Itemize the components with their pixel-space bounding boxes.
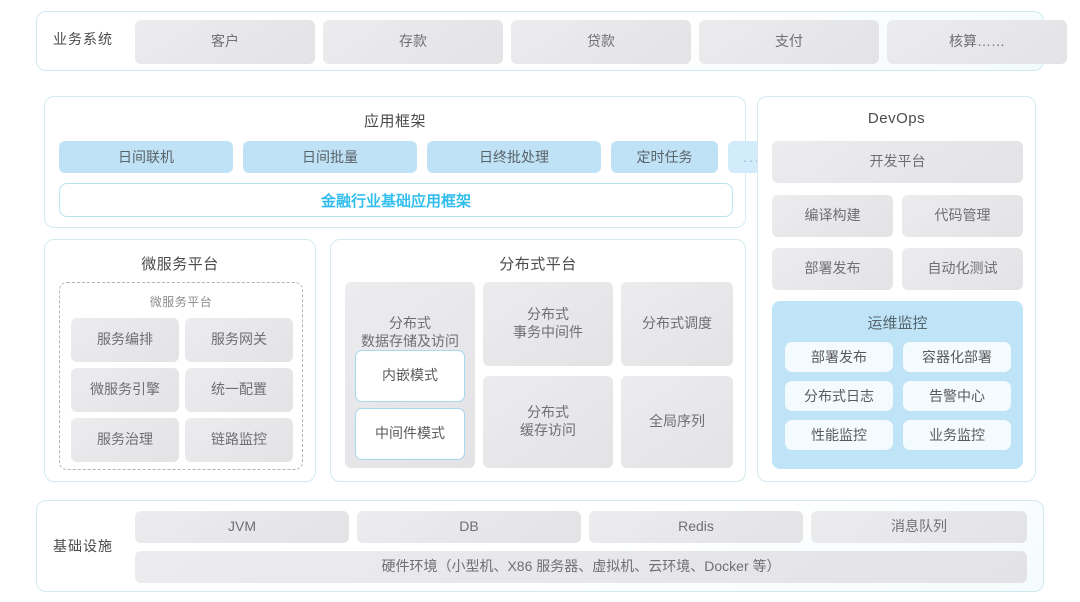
app-framework-panel: 应用框架 日间联机 日间批量 日终批处理 定时任务 ... 金融行业基础应用框架 <box>44 96 776 228</box>
microservice-inner-title: 微服务平台 <box>149 295 213 309</box>
devops-item-build[interactable]: 编译构建 <box>772 195 893 237</box>
business-item-payment[interactable]: 支付 <box>699 20 879 64</box>
microservice-item-trace-monitor[interactable]: 链路监控 <box>185 418 293 462</box>
ops-monitor-title: 运维监控 <box>867 315 928 332</box>
app-framework-title: 应用框架 <box>363 113 426 130</box>
microservice-item-engine[interactable]: 微服务引擎 <box>71 368 179 412</box>
infrastructure-item-redis[interactable]: Redis <box>589 511 803 543</box>
distributed-storage-mode-middleware[interactable]: 中间件模式 <box>355 408 465 460</box>
microservice-inner-group: 微服务平台 <box>59 282 303 470</box>
devops-panel: DevOps 开发平台 编译构建 代码管理 部署发布 自动化测试 运维监控 部署… <box>757 96 1036 482</box>
infrastructure-item-jvm[interactable]: JVM <box>135 511 349 543</box>
distributed-item-global-sequence[interactable]: 全局序列 <box>621 376 733 468</box>
business-system-panel: 业务系统 客户 存款 贷款 支付 核算…… <box>36 11 1067 71</box>
business-item-customer[interactable]: 客户 <box>135 20 315 64</box>
financial-base-framework-strip[interactable]: 金融行业基础应用框架 <box>59 183 733 217</box>
business-system-label: 业务系统 <box>53 31 113 48</box>
app-framework-item-online[interactable]: 日间联机 <box>59 141 233 173</box>
microservice-item-gateway[interactable]: 服务网关 <box>185 318 293 362</box>
ops-monitor-group: 运维监控 部署发布 容器化部署 分布式日志 告警中心 性能监控 业务监控 <box>772 301 1023 469</box>
infrastructure-panel: 基础设施 JVM DB Redis 消息队列 硬件环境（小型机、X86 服务器、… <box>36 500 1044 592</box>
microservice-item-governance[interactable]: 服务治理 <box>71 418 179 462</box>
devops-item-code-management[interactable]: 代码管理 <box>902 195 1023 237</box>
business-item-accounting[interactable]: 核算…… <box>887 20 1067 64</box>
microservice-platform-panel: 微服务平台 微服务平台 服务编排 服务网关 微服务引擎 统一配置 服务治理 链路… <box>44 239 316 482</box>
infrastructure-item-db[interactable]: DB <box>357 511 581 543</box>
infrastructure-item-message-queue[interactable]: 消息队列 <box>811 511 1027 543</box>
distributed-storage-title: 分布式 数据存储及访问 <box>361 314 459 350</box>
microservice-item-unified-config[interactable]: 统一配置 <box>185 368 293 412</box>
distributed-storage-mode-embedded[interactable]: 内嵌模式 <box>355 350 465 402</box>
app-framework-item-eod-batch[interactable]: 日终批处理 <box>427 141 601 173</box>
devops-item-automated-test[interactable]: 自动化测试 <box>902 248 1023 290</box>
microservice-item-orchestration[interactable]: 服务编排 <box>71 318 179 362</box>
distributed-platform-panel: 分布式平台 分布式 数据存储及访问 内嵌模式 中间件模式 分布式 事务中间件 分… <box>330 239 746 482</box>
microservice-platform-title: 微服务平台 <box>141 256 219 273</box>
ops-monitor-item-container-deploy[interactable]: 容器化部署 <box>902 341 1012 373</box>
ops-monitor-item-alert-center[interactable]: 告警中心 <box>902 380 1012 412</box>
distributed-item-cache-access[interactable]: 分布式 缓存访问 <box>483 376 613 468</box>
distributed-storage-card[interactable]: 分布式 数据存储及访问 内嵌模式 中间件模式 <box>345 282 475 468</box>
ops-monitor-item-distributed-log[interactable]: 分布式日志 <box>784 380 894 412</box>
infrastructure-hardware-environment[interactable]: 硬件环境（小型机、X86 服务器、虚拟机、云环境、Docker 等） <box>135 551 1027 583</box>
devops-title: DevOps <box>867 110 926 127</box>
business-item-deposit[interactable]: 存款 <box>323 20 503 64</box>
app-framework-item-scheduled-task[interactable]: 定时任务 <box>611 141 718 173</box>
distributed-platform-title: 分布式平台 <box>499 256 577 273</box>
ops-monitor-item-performance-monitor[interactable]: 性能监控 <box>784 419 894 451</box>
devops-item-dev-platform[interactable]: 开发平台 <box>772 141 1023 183</box>
infrastructure-label: 基础设施 <box>53 538 113 554</box>
business-item-loan[interactable]: 贷款 <box>511 20 691 64</box>
devops-item-deploy-release[interactable]: 部署发布 <box>772 248 893 290</box>
ops-monitor-item-deploy-release[interactable]: 部署发布 <box>784 341 894 373</box>
ops-monitor-item-business-monitor[interactable]: 业务监控 <box>902 419 1012 451</box>
app-framework-item-batch[interactable]: 日间批量 <box>243 141 417 173</box>
distributed-item-transaction-middleware[interactable]: 分布式 事务中间件 <box>483 282 613 366</box>
distributed-item-scheduling[interactable]: 分布式调度 <box>621 282 733 366</box>
